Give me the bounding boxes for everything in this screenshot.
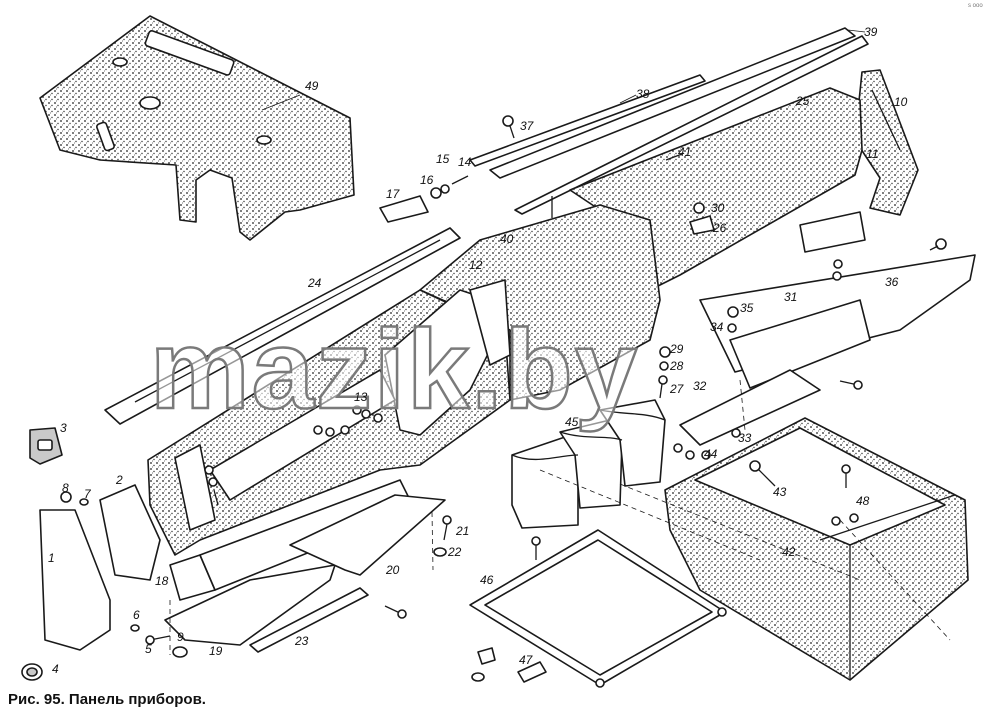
left-lower-brackets — [21, 427, 446, 681]
callout-13: 13 — [354, 390, 368, 404]
tray-lid — [469, 529, 727, 688]
callout-1: 1 — [48, 551, 55, 565]
steering-column-cover — [39, 15, 355, 241]
callout-39: 39 — [864, 25, 878, 39]
storage-cups — [511, 399, 666, 529]
callout-43: 43 — [773, 485, 787, 499]
callout-34: 34 — [710, 320, 724, 334]
right-mounting-plates — [679, 211, 976, 446]
callout-48: 48 — [856, 494, 870, 508]
callout-16: 16 — [420, 173, 434, 187]
callout-19: 19 — [209, 644, 223, 658]
figure-caption: Рис. 95. Панель приборов. — [8, 691, 206, 708]
callout-labels: 1 2 3 4 5 6 7 8 9 10 11 12 13 14 15 16 1… — [48, 25, 908, 676]
corner-mark: s ooo — [968, 3, 983, 9]
callout-3: 3 — [60, 421, 67, 435]
callout-35: 35 — [740, 301, 754, 315]
callout-41: 41 — [678, 145, 691, 159]
callout-36: 36 — [885, 275, 899, 289]
callout-24: 24 — [307, 276, 322, 290]
callout-44: 44 — [704, 447, 718, 461]
callout-30: 30 — [711, 201, 725, 215]
callout-9: 9 — [177, 630, 184, 644]
callout-40: 40 — [500, 232, 514, 246]
glove-box — [664, 417, 969, 681]
callout-28: 28 — [669, 359, 684, 373]
callout-14: 14 — [458, 155, 472, 169]
callout-25: 25 — [795, 94, 810, 108]
watermark: mazik.by — [150, 307, 639, 432]
callout-27: 27 — [669, 382, 685, 396]
right-end-bracket — [854, 69, 919, 216]
callout-47: 47 — [519, 653, 534, 667]
main-panel-body — [147, 279, 511, 556]
callout-26: 26 — [712, 221, 727, 235]
callout-21: 21 — [455, 524, 469, 538]
callout-15: 15 — [436, 152, 450, 166]
callout-46: 46 — [480, 573, 494, 587]
callout-31: 31 — [784, 290, 797, 304]
callout-4: 4 — [52, 662, 59, 676]
callout-20: 20 — [385, 563, 400, 577]
callout-45: 45 — [565, 415, 579, 429]
callout-10: 10 — [894, 95, 908, 109]
callout-17: 17 — [386, 187, 401, 201]
callout-7: 7 — [84, 487, 92, 501]
cluster-hood — [419, 87, 863, 401]
callout-42: 42 — [782, 545, 796, 559]
callout-23: 23 — [294, 634, 309, 648]
callout-29: 29 — [669, 342, 684, 356]
leader-lines — [169, 29, 951, 655]
left-rail — [104, 227, 461, 425]
callout-22: 22 — [447, 545, 462, 559]
callout-33: 33 — [738, 431, 752, 445]
callout-38: 38 — [636, 87, 650, 101]
callout-5: 5 — [145, 642, 152, 656]
callout-11: 11 — [866, 147, 878, 161]
callout-18: 18 — [155, 574, 169, 588]
callout-12: 12 — [469, 258, 483, 272]
callout-37: 37 — [520, 119, 535, 133]
fasteners — [60, 115, 947, 683]
callout-6: 6 — [133, 608, 140, 622]
callout-2: 2 — [115, 473, 123, 487]
callout-32: 32 — [693, 379, 707, 393]
callout-8: 8 — [62, 481, 69, 495]
upper-rail — [469, 27, 869, 215]
callout-49: 49 — [305, 79, 319, 93]
